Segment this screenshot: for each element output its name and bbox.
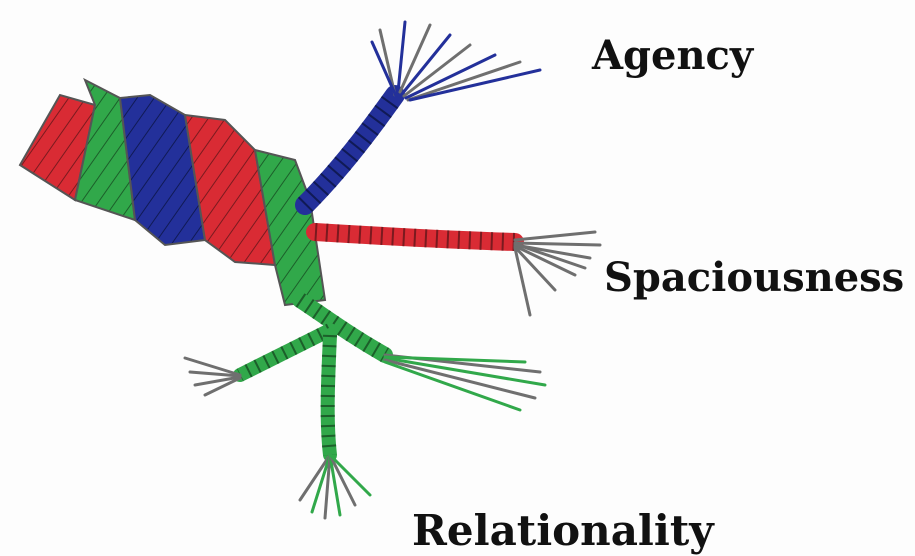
bottom-green-frayed-end [300,455,370,518]
label-relationality: Relationality [412,510,714,552]
label-agency: Agency [592,36,753,76]
green-lower-rope [240,300,385,455]
right-green-frayed-end [385,355,545,410]
label-spaciousness: Spaciousness [604,258,904,298]
left-frayed-end [185,358,240,395]
main-rope [20,80,325,305]
blue-strand [305,95,395,205]
blue-frayed-end [372,22,540,100]
red-frayed-end [515,232,600,315]
